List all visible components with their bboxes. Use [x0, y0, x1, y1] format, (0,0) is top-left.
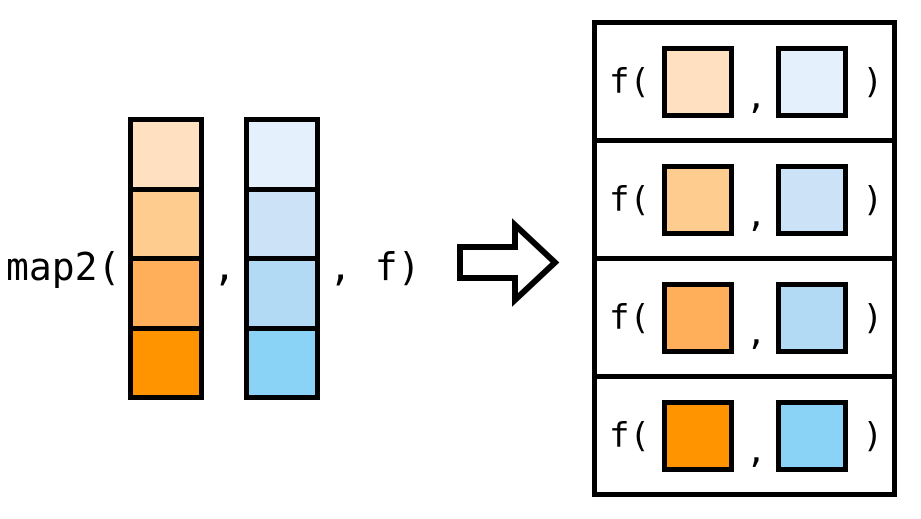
result-first-swatch — [661, 399, 734, 472]
f-open-label: f( — [609, 415, 650, 456]
result-comma-label: , — [745, 195, 767, 235]
blue-cell-4 — [249, 330, 315, 395]
f-open-label: f( — [609, 179, 650, 220]
f-close-label: ) — [862, 297, 883, 338]
result-row: f( , ) — [597, 25, 892, 143]
orange-cell-2 — [133, 191, 199, 261]
function-argument-label: , f) — [329, 245, 421, 289]
result-row: f( , ) — [597, 261, 892, 379]
orange-column — [128, 117, 204, 400]
result-comma-label: , — [745, 77, 767, 117]
blue-cell-3 — [249, 261, 315, 331]
orange-cell-3 — [133, 261, 199, 331]
results-panel: f( , ) f( , ) f( , ) f( , ) — [592, 20, 897, 497]
f-close-label: ) — [862, 61, 883, 102]
result-row: f( , ) — [597, 379, 892, 492]
result-row: f( , ) — [597, 143, 892, 261]
blue-column — [244, 117, 320, 400]
blue-cell-2 — [249, 191, 315, 261]
argument-separator-label: , — [213, 245, 236, 289]
f-close-label: ) — [862, 415, 883, 456]
result-comma-label: , — [745, 431, 767, 471]
result-first-swatch — [661, 45, 734, 118]
result-first-swatch — [661, 281, 734, 354]
blue-cell-1 — [249, 122, 315, 192]
result-comma-label: , — [745, 313, 767, 353]
f-open-label: f( — [609, 61, 650, 102]
result-second-swatch — [776, 163, 849, 236]
result-first-swatch — [661, 163, 734, 236]
block-arrow-right-icon — [457, 218, 560, 307]
result-second-swatch — [776, 281, 849, 354]
result-second-swatch — [776, 45, 849, 118]
result-second-swatch — [776, 399, 849, 472]
f-open-label: f( — [609, 297, 650, 338]
orange-cell-1 — [133, 122, 199, 192]
map2-call-label: map2( — [6, 245, 121, 289]
f-close-label: ) — [862, 179, 883, 220]
orange-cell-4 — [133, 330, 199, 395]
